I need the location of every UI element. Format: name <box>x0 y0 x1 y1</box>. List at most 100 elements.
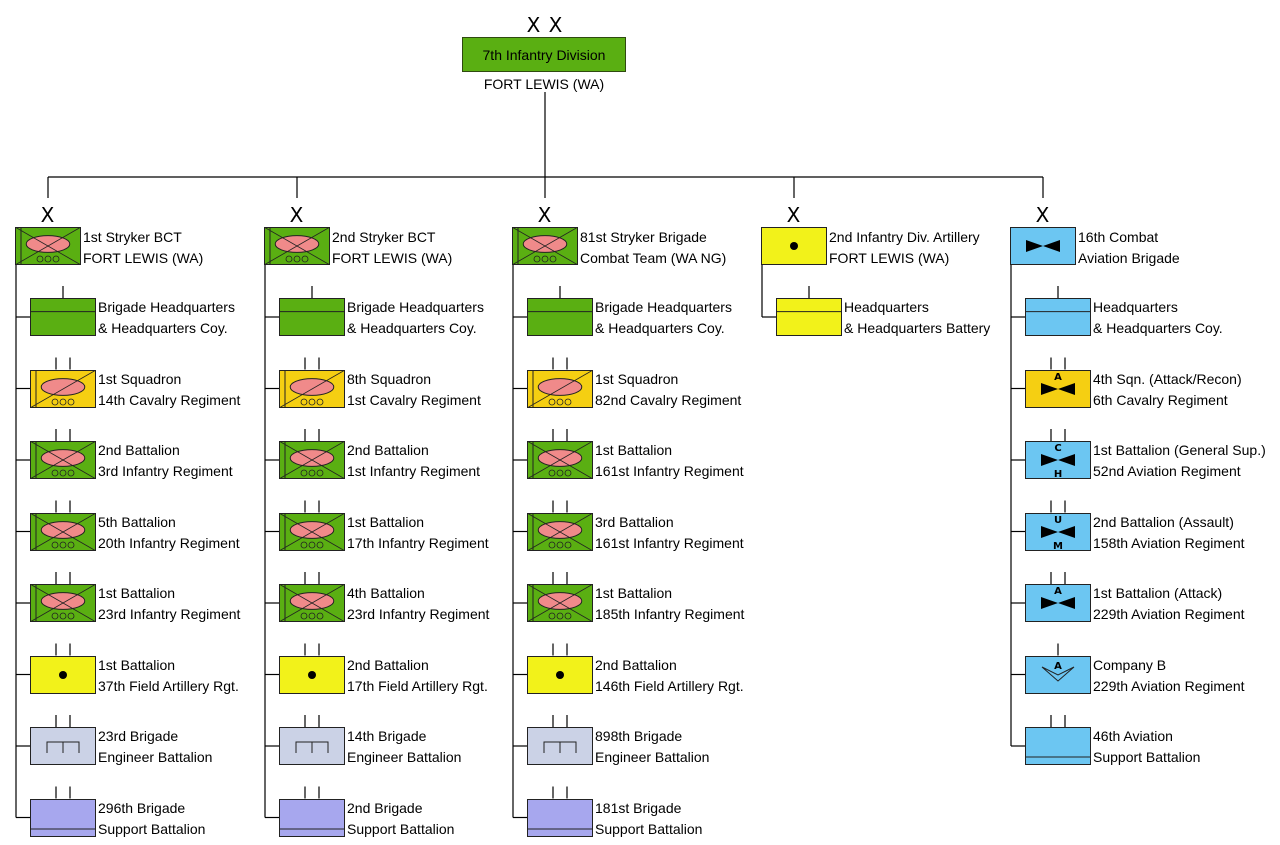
unit-symbol-stryker-icon[interactable] <box>526 583 594 627</box>
unit-parent: & Headquarters Battery <box>844 320 991 336</box>
unit-symbol-stryker-icon[interactable] <box>278 583 346 627</box>
unit-symbol-support-icon[interactable] <box>527 798 593 842</box>
unit-label: Headquarters& Headquarters Battery <box>844 297 990 339</box>
unit-symbol-engineer-icon[interactable] <box>527 727 593 770</box>
svg-text:M: M <box>1053 541 1063 551</box>
unit-name: 296th Brigade <box>98 799 186 816</box>
unit-symbol-stryker-icon[interactable] <box>29 583 97 627</box>
unit-parent: & Headquarters Coy. <box>98 320 228 336</box>
unit-symbol-support-icon[interactable] <box>30 798 96 842</box>
unit-name: 2nd Brigade <box>347 799 423 816</box>
unit-name: 5th Battalion <box>98 513 176 530</box>
brigade-symbol-stryker-icon[interactable] <box>511 226 579 270</box>
unit-symbol-cavalry-icon[interactable] <box>29 369 97 413</box>
unit-symbol-engineer-icon[interactable] <box>30 727 96 770</box>
unit-symbol-stryker-icon[interactable] <box>278 440 346 484</box>
unit-parent: 185th Infantry Regiment <box>595 606 745 622</box>
svg-text:U: U <box>1054 515 1062 526</box>
unit-symbol-stryker-icon[interactable] <box>29 512 97 556</box>
unit-parent: 1st Infantry Regiment <box>347 463 481 479</box>
unit-parent: 229th Aviation Regiment <box>1093 677 1245 694</box>
svg-text:A: A <box>1054 661 1062 672</box>
unit-parent: 161st Infantry Regiment <box>595 534 744 551</box>
unit-label: Brigade Headquarters& Headquarters Coy. <box>595 297 732 339</box>
brigade-symbol-stryker-icon[interactable] <box>263 226 331 270</box>
unit-symbol-stryker-icon[interactable] <box>29 440 97 484</box>
unit-parent: & Headquarters Coy. <box>595 320 725 336</box>
unit-symbol-artillery-icon[interactable] <box>527 655 593 699</box>
unit-symbol-hq-icon[interactable] <box>30 298 96 341</box>
unit-symbol-uav-icon[interactable]: A <box>1025 655 1091 699</box>
unit-symbol-hq-icon[interactable] <box>776 298 842 341</box>
unit-parent: 20th Infantry Regiment <box>98 534 240 551</box>
svg-text:A: A <box>1054 586 1062 597</box>
unit-name: 181st Brigade <box>595 799 682 816</box>
division-box[interactable]: 7th Infantry Division <box>462 37 626 72</box>
brigade-symbol-aviation-icon[interactable] <box>1010 227 1076 270</box>
unit-symbol-cavalry-icon[interactable] <box>278 369 346 413</box>
unit-symbol-stryker-icon[interactable] <box>526 440 594 484</box>
unit-parent: 146th Field Artillery Rgt. <box>595 677 744 694</box>
unit-label: 1st Battalion (General Sup.)52nd Aviatio… <box>1093 440 1266 482</box>
unit-parent: Support Battalion <box>347 820 455 837</box>
unit-parent: 14th Cavalry Regiment <box>98 391 241 408</box>
unit-name: 46th Aviation <box>1093 728 1173 744</box>
unit-symbol-aviation-icon[interactable]: A <box>1025 369 1091 413</box>
unit-name: 14th Brigade <box>347 728 427 744</box>
division-echelon-marker: X X <box>526 13 564 37</box>
brigade-symbol-artillery-icon[interactable] <box>761 227 827 270</box>
unit-symbol-aviation-icon[interactable]: A <box>1025 584 1091 627</box>
unit-name: 4th Sqn. (Attack/Recon) <box>1093 370 1242 387</box>
unit-name: Headquarters <box>1093 299 1178 315</box>
brigade-echelon-marker: X <box>1035 203 1051 227</box>
unit-parent: 161st Infantry Regiment <box>595 463 744 479</box>
unit-label: 2nd Battalion 1st Infantry Regiment <box>347 440 480 482</box>
unit-symbol-cavalry-icon[interactable] <box>526 369 594 413</box>
unit-parent: & Headquarters Coy. <box>347 320 477 336</box>
unit-name: Brigade Headquarters <box>98 299 235 315</box>
unit-parent: 6th Cavalry Regiment <box>1093 391 1228 408</box>
brigade-name: 16th Combat <box>1078 229 1159 245</box>
unit-name: 2nd Battalion <box>347 656 429 673</box>
unit-symbol-artillery-icon[interactable] <box>30 655 96 699</box>
brigade-echelon-marker: X <box>289 203 305 227</box>
unit-parent: 17th Field Artillery Rgt. <box>347 677 488 694</box>
unit-symbol-support-icon[interactable] <box>1025 727 1091 770</box>
unit-name: Company B <box>1093 656 1167 673</box>
unit-symbol-hq-icon[interactable] <box>279 298 345 341</box>
unit-symbol-stryker-icon[interactable] <box>278 512 346 556</box>
unit-parent: 82nd Cavalry Regiment <box>595 391 742 408</box>
unit-symbol-engineer-icon[interactable] <box>279 727 345 770</box>
unit-name: 1st Battalion (General Sup.) <box>1093 442 1266 458</box>
unit-symbol-support-icon[interactable] <box>279 798 345 842</box>
unit-parent: 229th Aviation Regiment <box>1093 606 1245 622</box>
svg-text:C: C <box>1054 443 1061 454</box>
unit-symbol-hq-icon[interactable] <box>527 298 593 341</box>
unit-name: 23rd Brigade <box>98 728 179 744</box>
unit-name: 2nd Battalion <box>347 442 429 458</box>
brigade-symbol-stryker-icon[interactable] <box>14 226 82 270</box>
unit-symbol-stryker-icon[interactable] <box>526 512 594 556</box>
brigade-name: 81st Stryker Brigade <box>580 229 707 245</box>
unit-symbol-artillery-icon[interactable] <box>279 655 345 699</box>
unit-symbol-hq-icon[interactable] <box>1025 298 1091 341</box>
brigade-subtitle: FORT LEWIS (WA) <box>332 250 453 266</box>
brigade-name: 2nd Stryker BCT <box>332 229 436 245</box>
